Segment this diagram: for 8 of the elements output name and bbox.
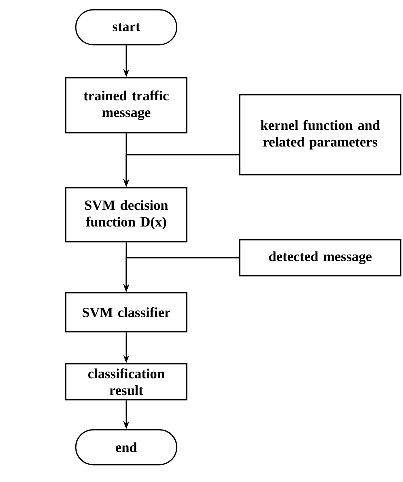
terminal-box: start [75,9,178,46]
process-box: SVM classifier [65,292,188,333]
process-box: SVM decision function D(x) [65,187,188,243]
process-box: trained traffic message [65,77,188,134]
terminal-box: end [75,429,178,466]
process-box: detected message [239,239,402,277]
process-box: classification result [65,363,188,401]
process-box: kernel function and related parameters [239,94,402,176]
